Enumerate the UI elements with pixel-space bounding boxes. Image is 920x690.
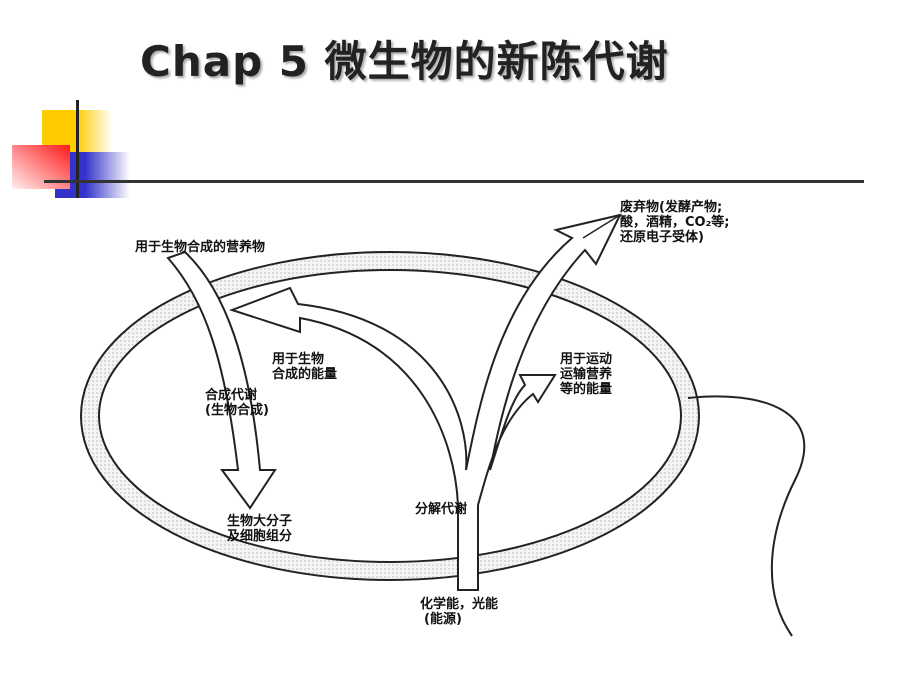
label-energy-motion: 用于运动运输营养等的能量	[560, 352, 612, 397]
label-energy-synthesis: 用于生物合成的能量	[272, 352, 337, 382]
cell-membrane	[82, 253, 698, 579]
page-title: Chap 5 微生物的新陈代谢	[140, 37, 669, 86]
label-line: 合成代谢	[205, 388, 258, 403]
label-anabolism: 合成代谢(生物合成)	[205, 388, 269, 418]
label-line: 还原电子受体)	[620, 230, 704, 245]
flagellum	[687, 395, 806, 637]
anabolism-arrow	[166, 250, 277, 510]
label-line: 合成的能量	[272, 367, 338, 382]
label-line: 废弃物(发酵产物;	[620, 200, 723, 215]
label-line: 化学能，光能	[420, 597, 499, 612]
label-line: (生物合成)	[205, 403, 269, 418]
label-macromolecules: 生物大分子及细胞组分	[227, 514, 292, 544]
label-line: 等的能量	[560, 382, 613, 397]
label-line: 用于生物	[272, 352, 325, 367]
label-waste: 废弃物(发酵产物;酸，酒精，CO₂等;还原电子受体)	[620, 200, 730, 245]
label-nutrients: 用于生物合成的营养物	[135, 240, 266, 255]
label-line: (能源)	[424, 612, 462, 627]
label-line: 及细胞组分	[227, 529, 293, 544]
label-catabolism: 分解代谢	[415, 502, 468, 517]
label-line: 生物大分子	[227, 514, 293, 529]
label-line: 运输营养	[560, 367, 613, 382]
label-energy-source: 化学能，光能(能源)	[420, 597, 498, 627]
label-line: 用于运动	[560, 352, 613, 367]
horizontal-rule	[44, 180, 864, 183]
waste-leader-line	[582, 214, 621, 239]
catabolism-arrow	[228, 213, 622, 591]
vertical-rule	[76, 100, 79, 198]
label-line: 酸，酒精，CO₂等;	[620, 215, 730, 230]
